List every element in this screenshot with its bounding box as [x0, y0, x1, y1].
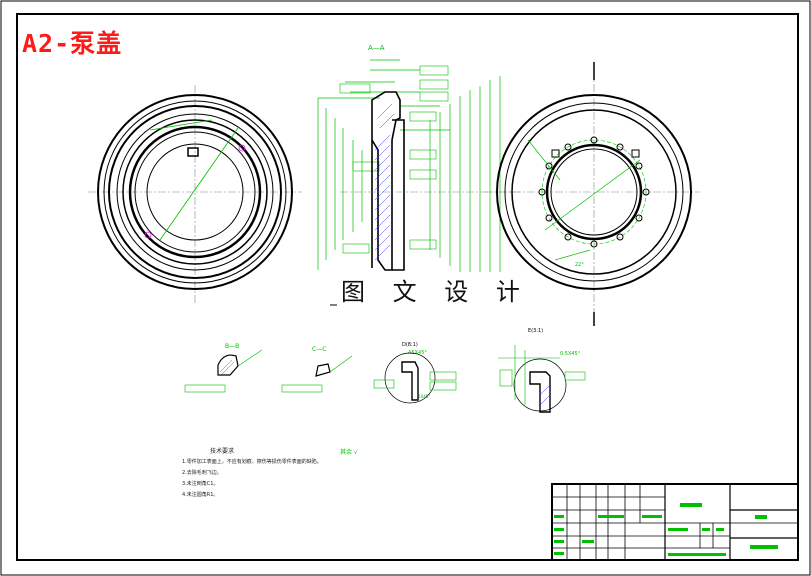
section-a-label: A—A [368, 44, 385, 52]
section-c-label: C—C [312, 346, 326, 353]
general-roughness: 其余 √ [340, 448, 358, 456]
chamfer-d2-label: 1X45° [418, 394, 430, 399]
drawing-title: A2-泵盖 [22, 29, 123, 58]
chamfer-d-label: A5X45° [408, 350, 427, 356]
section-b-label: B—B [225, 343, 239, 350]
inner-border [16, 13, 799, 561]
detail-e: E(3:1) 0.5X45° [498, 328, 586, 413]
chamfer-e-label: 0.5X45° [560, 351, 581, 357]
detail-d-label: D(8:1) [402, 342, 418, 348]
angle-dimension: 22° [575, 262, 584, 268]
detail-b-b: B—B [184, 343, 263, 393]
note-item: 2.去除毛刺飞边。 [182, 470, 222, 476]
note-item: 1.零件加工表面上，不应有划痕、擦伤等损伤零件表面的缺陷。 [182, 459, 322, 465]
notes-heading: 技术要求 [210, 448, 235, 455]
title-block [551, 483, 799, 561]
section-a-a-view: A—A [317, 44, 520, 306]
right-end-view: 22° [485, 62, 700, 326]
technical-notes: 技术要求 1.零件加工表面上，不应有划痕、擦伤等损伤零件表面的缺陷。 2.去除毛… [182, 446, 322, 501]
detail-c-c: C—C [281, 346, 353, 393]
note-item: 4.未注圆角R1。 [182, 492, 219, 498]
note-item: 3.未注倒角C1。 [182, 481, 219, 487]
watermark-text: 图 文 设 计 [337, 272, 534, 307]
detail-d: D(8:1) A5X45° 1X45° [373, 342, 457, 404]
detail-e-label: E(3:1) [528, 328, 543, 334]
left-end-view [88, 85, 302, 305]
